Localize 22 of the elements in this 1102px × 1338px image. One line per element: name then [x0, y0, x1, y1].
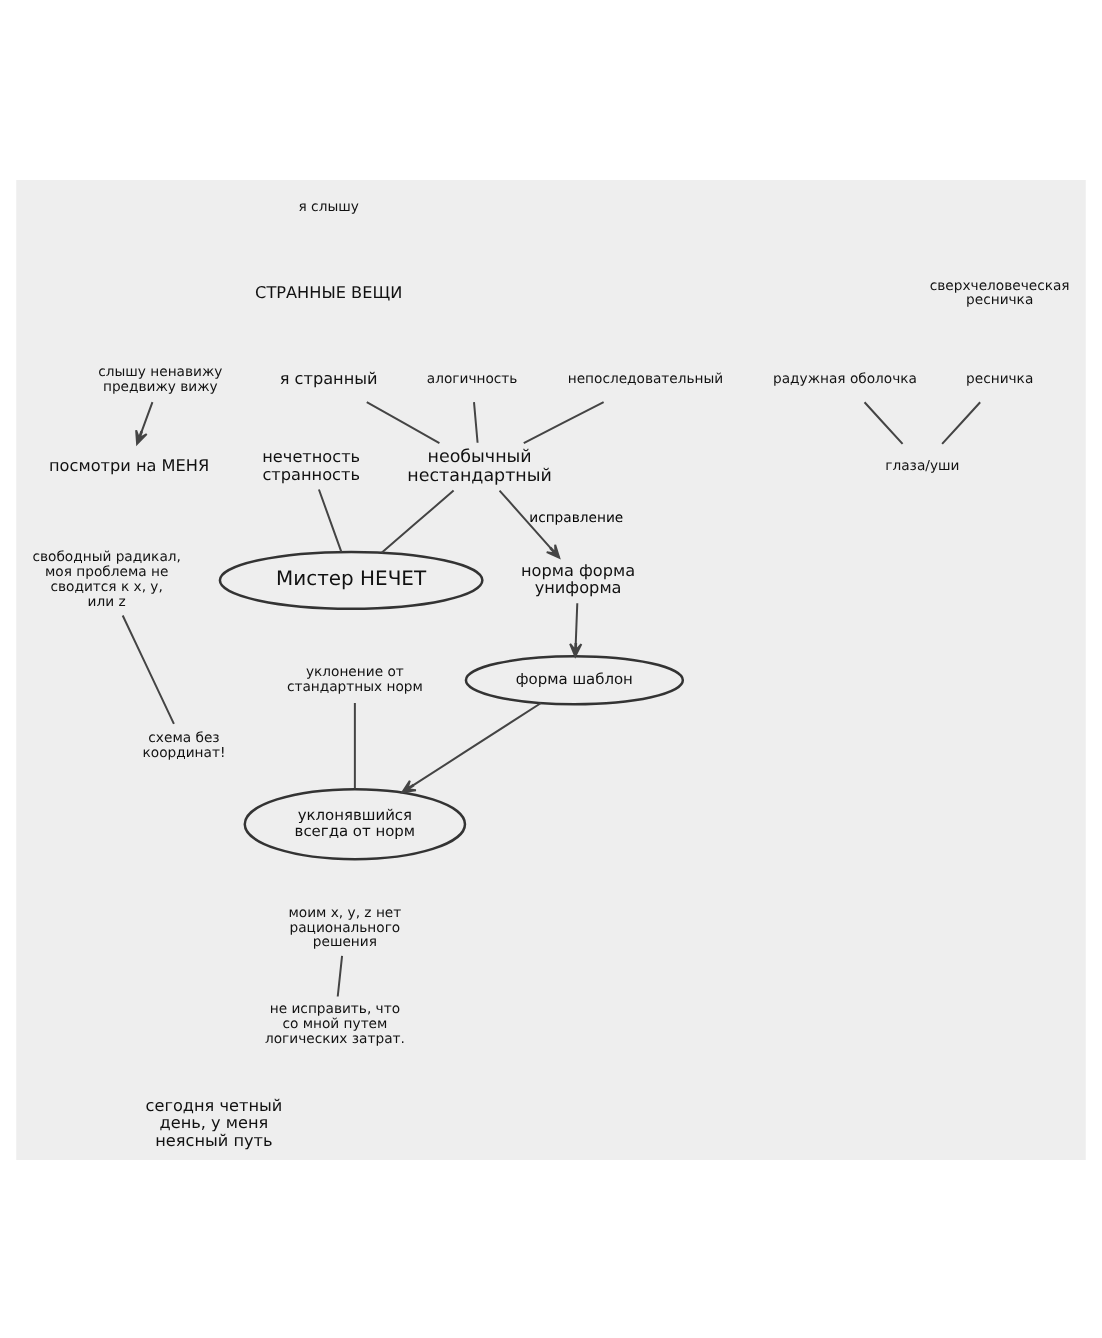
- node-text: посмотри на МЕНЯ: [49, 454, 210, 475]
- node-text: нечетность странность: [262, 445, 361, 483]
- node-ellipse: Мистер НЕЧЕТ: [218, 549, 484, 609]
- connector: [522, 400, 605, 444]
- arrow: [401, 700, 543, 793]
- connector: [317, 487, 343, 552]
- label: СТРАННЫЕ ВЕЩИ: [255, 280, 403, 301]
- connector: [473, 400, 479, 443]
- node-text: необычный нестандартный: [407, 447, 552, 486]
- connector: [863, 400, 904, 444]
- connector: [365, 400, 441, 444]
- node-text: норма форма униформа: [521, 558, 636, 597]
- connector: [353, 700, 356, 789]
- node-text: я странный: [279, 366, 378, 387]
- arrow: [569, 601, 583, 657]
- connector: [121, 613, 175, 724]
- arrow: [135, 400, 154, 444]
- connector: [941, 400, 982, 444]
- arrow: [498, 488, 561, 558]
- label: сегодня четный день, у меня неясный путь: [145, 1093, 283, 1149]
- connector: [380, 488, 455, 553]
- connector: [336, 953, 344, 997]
